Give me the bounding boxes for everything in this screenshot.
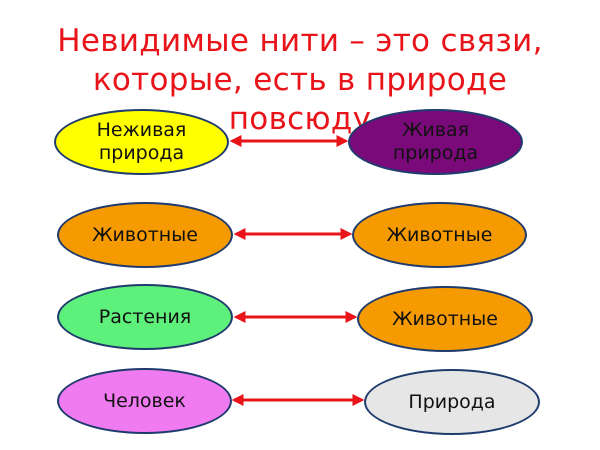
- node-label: Человек: [103, 389, 186, 412]
- node-label: Животные: [386, 223, 493, 246]
- node-label: Природа: [408, 390, 496, 413]
- node-plants: Растения: [57, 284, 233, 350]
- node-label: Животные: [392, 307, 498, 330]
- title-line-2: которые, есть в природе: [92, 62, 508, 98]
- node-animals-right: Животные: [352, 202, 527, 268]
- node-animals-left: Животные: [57, 202, 233, 268]
- node-label: Животные: [92, 223, 198, 246]
- node-living-nature: Живая природа: [348, 109, 523, 175]
- node-label: Неживая природа: [96, 119, 187, 164]
- node-label: Живая природа: [392, 119, 479, 164]
- diagram-title: Невидимые нити – это связи, которые, ест…: [0, 22, 600, 139]
- node-nonliving-nature: Неживая природа: [54, 109, 229, 175]
- title-line-3: повсюду: [228, 101, 372, 137]
- node-nature: Природа: [364, 369, 540, 435]
- node-animals-lower: Животные: [357, 286, 533, 352]
- title-line-1: Невидимые нити – это связи,: [57, 23, 543, 59]
- node-label: Растения: [98, 305, 192, 328]
- node-human: Человек: [57, 368, 232, 434]
